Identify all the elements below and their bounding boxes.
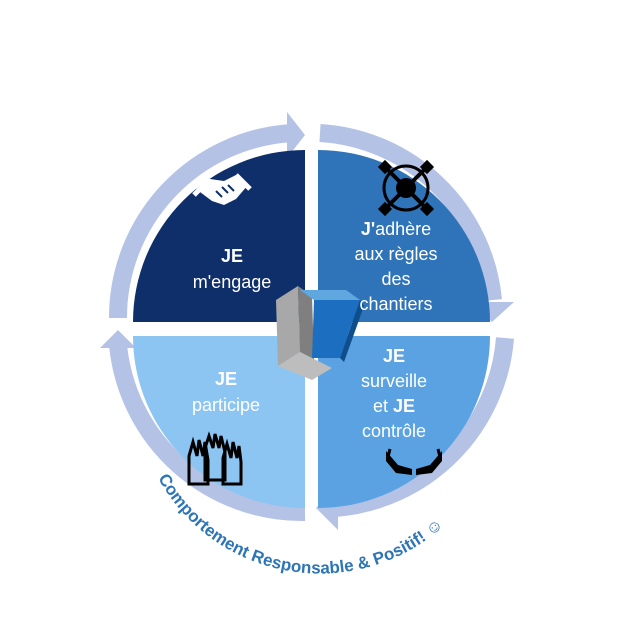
quadrant-bottom-right [318,336,490,508]
ring-arrowhead-left [100,330,136,348]
ring-arc-bottom-left [109,344,306,522]
ring-arc-top-right [319,124,502,301]
raised-hands-icon [187,431,243,486]
ring-arc-bottom-right [334,337,514,517]
quadrant-top-right [318,150,490,322]
handshake-icon [192,173,252,205]
bottom-right-label-line3: et JE [373,396,415,416]
top-right-label-line1: J'adhère [361,219,431,239]
top-right-label-line2: aux règles [354,244,437,264]
quadrant-bottom-left [133,336,305,508]
top-right-label-line3: des [381,269,410,289]
ring-arc-top-left [108,124,293,319]
bottom-right-label-line4: contrôle [362,421,426,441]
bottom-left-label-je: JE [215,369,237,389]
hands-together-icon [377,159,435,217]
top-left-label-je: JE [221,246,243,266]
bottom-right-label-line2: surveille [361,371,427,391]
bottom-left-label-text: participe [192,395,260,415]
bottom-right-label-je: JE [383,346,405,366]
caring-hands-icon [386,448,442,475]
top-left-label-text: m'engage [193,272,272,292]
top-right-label-line4: chantiers [359,294,432,314]
ring-arrowhead-top [287,112,305,158]
center-logo [276,286,364,380]
cycle-ring [100,112,514,530]
quadrant-top-left [133,150,305,322]
